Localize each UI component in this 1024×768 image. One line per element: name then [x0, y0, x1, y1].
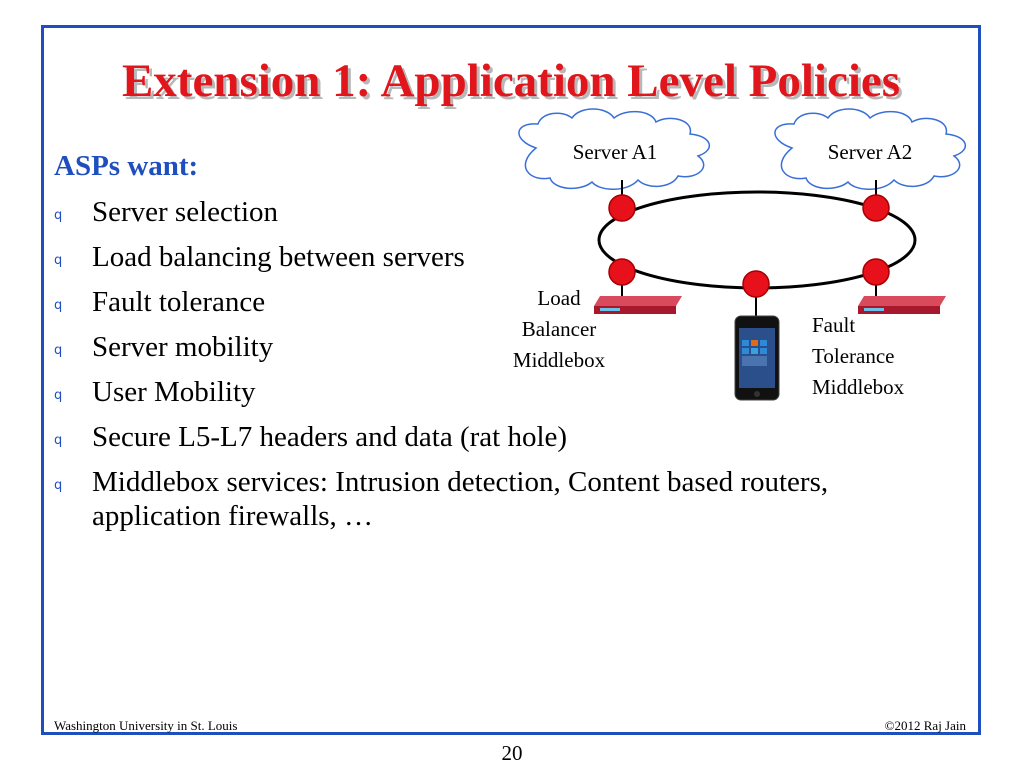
middlebox-device-icon	[858, 296, 946, 314]
bullet-text: Fault tolerance	[92, 286, 266, 318]
page-number: 20	[501, 741, 523, 765]
subtitle: ASPs want:	[54, 150, 199, 182]
label-line: Middlebox	[512, 348, 606, 372]
bullet-marker-icon: q	[54, 253, 63, 268]
bullet-text: Secure L5-L7 headers and data (rat hole)	[92, 421, 568, 453]
label-line: Fault	[812, 313, 856, 337]
footer-copyright: ©2012 Raj Jain	[884, 718, 966, 733]
bullet-marker-icon: q	[54, 388, 63, 403]
bullet-marker-icon: q	[54, 343, 63, 358]
fault-tolerance-label: Fault Tolerance Middlebox	[812, 310, 942, 403]
router-node-icon	[862, 258, 890, 286]
middlebox-device-icon	[594, 296, 682, 314]
server-a2-label: Server A2	[827, 140, 913, 164]
cloud-server-a1-icon	[518, 108, 710, 190]
bullet-marker-icon: q	[54, 433, 63, 448]
bullet-text: Server selection	[92, 196, 279, 228]
slide-title: Extension 1: Application Level Policies	[121, 55, 901, 107]
smartphone-icon	[734, 315, 780, 401]
bullet-marker-icon: q	[54, 478, 63, 493]
server-a1-label: Server A1	[572, 140, 658, 164]
bullet-text: Middlebox services: Intrusion detection,…	[92, 466, 829, 498]
bullet-marker-icon: q	[54, 208, 63, 223]
bullet-text: User Mobility	[92, 376, 256, 408]
label-line: Load	[537, 286, 581, 310]
router-node-icon	[742, 270, 770, 298]
router-node-icon	[862, 194, 890, 222]
label-line: Tolerance	[812, 344, 895, 368]
slide-frame	[41, 25, 981, 735]
footer-university: Washington University in St. Louis	[54, 718, 238, 733]
bullet-text-continuation: application firewalls, …	[92, 500, 374, 532]
load-balancer-label: Load Balancer Middlebox	[484, 283, 634, 376]
label-line: Middlebox	[812, 375, 905, 399]
bullet-text: Load balancing between servers	[92, 241, 465, 273]
router-node-icon	[608, 258, 636, 286]
label-line: Balancer	[521, 317, 597, 341]
bullet-text: Server mobility	[92, 331, 274, 363]
bullet-marker-icon: q	[54, 298, 63, 313]
router-node-icon	[608, 194, 636, 222]
cloud-server-a2-icon	[774, 108, 966, 190]
